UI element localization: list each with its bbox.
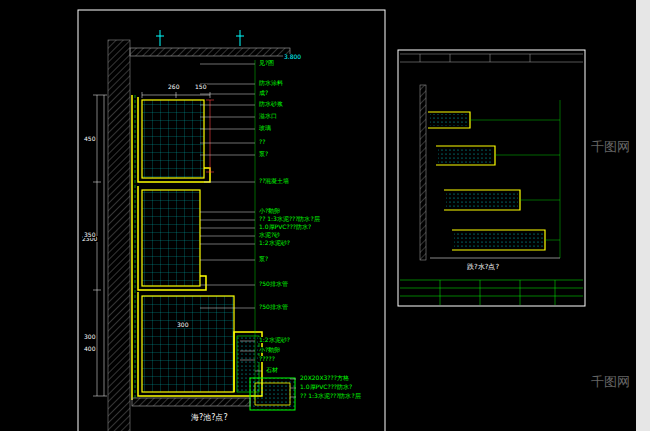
callout-note: ?? 1:3水泥???防水?层 — [258, 216, 321, 222]
callout-note: 成? — [258, 90, 269, 96]
callout-note: ?50排水管 — [258, 281, 289, 287]
callout-note: 1.0厚PVC???防水? — [299, 384, 353, 390]
callout-note: ?50排水管 — [258, 304, 289, 310]
callout-note: 小?鹅卵 — [258, 347, 281, 353]
callout-note: 20X20X3???方格 — [299, 375, 350, 381]
callout-note: ?? — [258, 139, 266, 145]
dimension: 450 — [83, 136, 96, 142]
drawing-title: 跌?水?点? — [466, 264, 500, 271]
cascade-drawing — [398, 50, 585, 306]
callout-note: ?? 1:3水泥???防水?层 — [299, 393, 362, 399]
watermark: 千图网 — [590, 375, 631, 388]
scrollbar — [636, 0, 650, 431]
callout-note: 防水涂料 — [258, 80, 284, 86]
callout-note: 溢水口 — [258, 113, 278, 119]
callout-note: 1.0厚PVC???防水? — [258, 224, 312, 230]
dimension: 300 — [176, 322, 189, 328]
callout-note: ??混凝土墙 — [258, 178, 290, 184]
dimension: 350 — [83, 232, 96, 238]
callout-note: 水泥?砂 — [258, 232, 281, 238]
sheet-frame — [78, 10, 385, 431]
section-drawing — [93, 30, 296, 431]
callout-note: 小?鹅卵 — [258, 208, 281, 214]
callout-note: 1:2水泥砂? — [258, 240, 291, 246]
callout-note: 防水砂浆 — [258, 101, 284, 107]
callout-note: 见?图 — [258, 60, 275, 66]
callout-note: 1:2水泥砂? — [258, 337, 291, 343]
callout-note: 泵? — [258, 151, 269, 157]
callout-note: 石材 — [265, 367, 279, 373]
callout-note: 玻璃 — [258, 125, 272, 131]
dimension: 150 — [194, 84, 207, 90]
dimension: 300 — [83, 334, 96, 340]
dimension: 400 — [83, 346, 96, 352]
watermark: 千图网 — [590, 140, 631, 153]
callout-note: 3.800 — [283, 54, 302, 60]
callout-note: 泵? — [258, 256, 269, 262]
drawing-title: 海?池?点? — [190, 414, 229, 422]
callout-note: ????? — [258, 356, 276, 362]
dimension: 260 — [167, 84, 180, 90]
